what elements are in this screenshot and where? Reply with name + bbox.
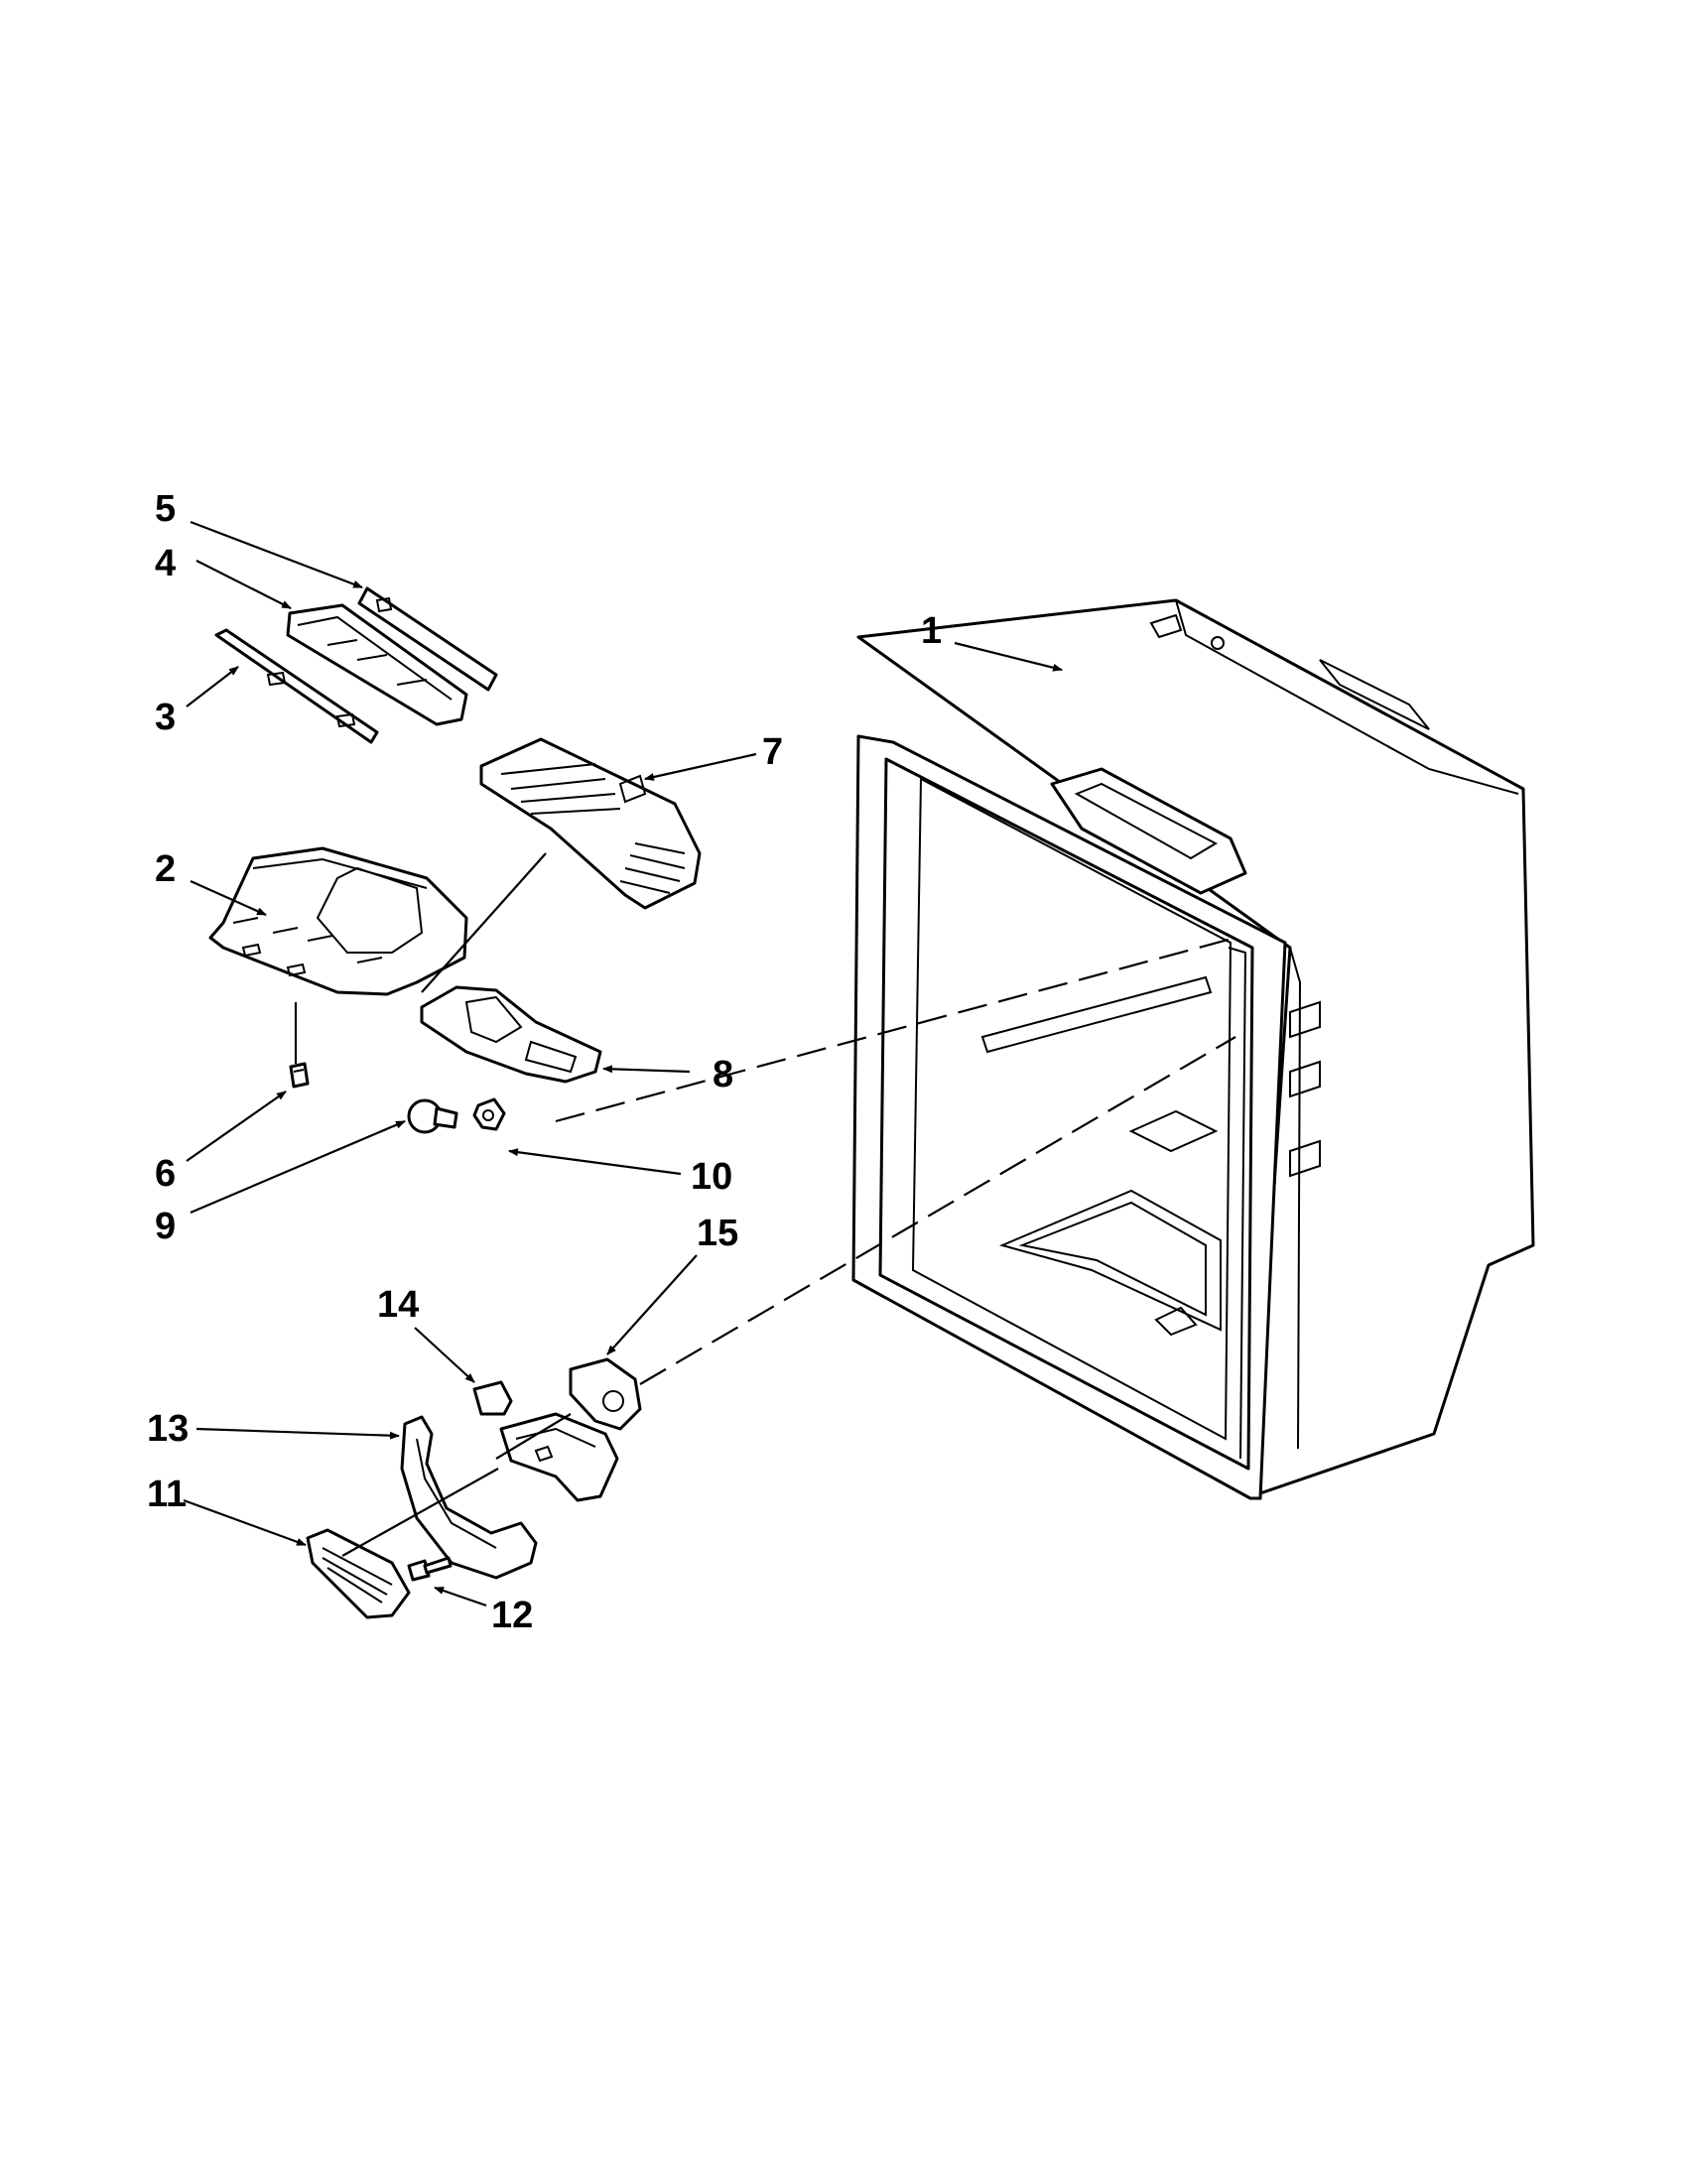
arrow-10 <box>508 1148 682 1176</box>
callout-2: 2 <box>155 848 176 890</box>
arrow-12 <box>434 1586 487 1607</box>
callout-10: 10 <box>691 1156 732 1198</box>
callout-12: 12 <box>491 1595 533 1636</box>
arrow-6 <box>186 1091 287 1162</box>
part-7-vent-cover <box>479 737 702 910</box>
arrow-11 <box>183 1498 307 1547</box>
arrow-8 <box>602 1065 691 1074</box>
arrow-15 <box>606 1254 698 1355</box>
callout-11: 11 <box>147 1474 187 1515</box>
callout-4: 4 <box>155 543 176 584</box>
part-2-light-housing <box>208 846 468 996</box>
arrow-7 <box>644 752 757 781</box>
arrow-3 <box>186 666 239 707</box>
part-12-screw <box>407 1556 453 1582</box>
part-9-bulb <box>407 1098 458 1134</box>
callout-3: 3 <box>155 697 176 738</box>
part-8-lamp-cover <box>420 985 602 1084</box>
part-4-housing <box>286 603 468 726</box>
callout-14: 14 <box>377 1284 419 1326</box>
callout-13: 13 <box>147 1408 189 1450</box>
callout-1: 1 <box>921 610 942 652</box>
arrow-4 <box>195 560 292 609</box>
arrow-2 <box>190 879 267 917</box>
part-13-handle <box>400 1415 538 1580</box>
part-11-grille <box>306 1528 411 1619</box>
callout-8: 8 <box>713 1054 733 1095</box>
part-5-strip <box>357 586 498 692</box>
part-3-strip <box>214 628 379 744</box>
callout-15: 15 <box>697 1213 738 1254</box>
arrow-9 <box>190 1119 406 1215</box>
part-15-module <box>569 1357 642 1431</box>
callout-labels: 1 2 3 4 5 6 7 8 9 10 11 12 13 14 15 <box>147 488 942 1636</box>
arrow-1 <box>954 641 1063 672</box>
callout-7: 7 <box>762 731 783 773</box>
part-1-liner <box>851 598 1535 1500</box>
assembly-lines <box>294 852 1236 1557</box>
callout-5: 5 <box>155 488 176 530</box>
part-6-switch <box>289 1062 310 1089</box>
callout-9: 9 <box>155 1206 176 1247</box>
part-14-bracket <box>472 1380 619 1502</box>
part-10-socket <box>472 1097 506 1131</box>
arrow-14 <box>414 1327 475 1383</box>
arrow-13 <box>195 1427 400 1440</box>
callout-6: 6 <box>155 1153 176 1195</box>
arrow-5 <box>190 520 363 589</box>
callout-arrows <box>183 520 1063 1607</box>
